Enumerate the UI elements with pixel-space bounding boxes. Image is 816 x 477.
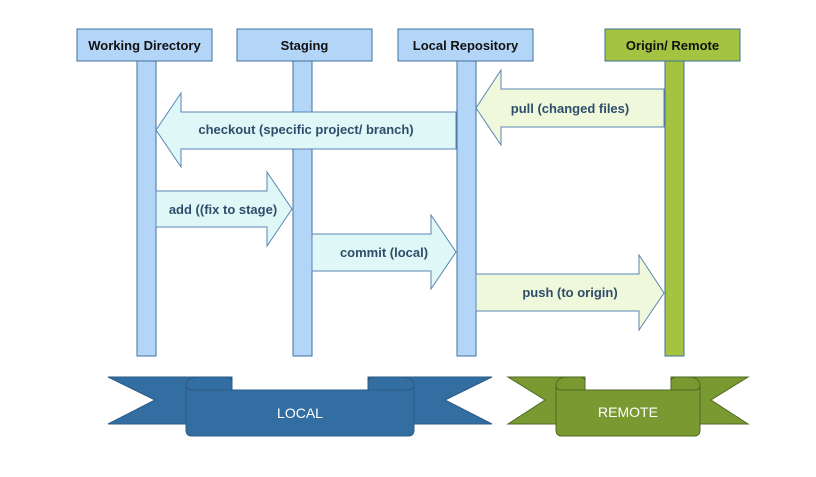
arrow-pull: pull (changed files) [475, 68, 665, 147]
arrow-label: push (to origin) [522, 285, 617, 300]
banner-right-fold [670, 376, 701, 391]
banner-local: LOCAL [107, 376, 493, 437]
banner-label: LOCAL [277, 405, 323, 421]
header-label: Local Repository [413, 38, 519, 53]
banner-left-fold [185, 376, 233, 391]
header-local-repository: Local Repository [397, 28, 534, 62]
banner-right-fold [367, 376, 415, 391]
lifeline-staging [292, 60, 313, 357]
header-origin-remote: Origin/ Remote [604, 28, 741, 62]
arrow-push: push (to origin) [475, 253, 665, 332]
arrow-commit: commit (local) [311, 213, 457, 291]
header-working-directory: Working Directory [76, 28, 213, 62]
arrow-add: add ((fix to stage) [155, 170, 293, 248]
arrow-label: pull (changed files) [511, 101, 629, 116]
banner-remote: REMOTE [506, 376, 750, 437]
banner-label: REMOTE [598, 404, 658, 420]
header-staging: Staging [236, 28, 373, 62]
lifeline-origin-remote [664, 60, 685, 357]
arrow-label: checkout (specific project/ branch) [198, 122, 413, 137]
banner-body [555, 385, 701, 437]
arrow-label: commit (local) [340, 245, 428, 260]
header-label: Origin/ Remote [626, 38, 719, 53]
arrow-label: add ((fix to stage) [169, 202, 277, 217]
lifeline-working-directory [136, 60, 157, 357]
banner-left-fold [555, 376, 586, 391]
lifeline-local-repository [456, 60, 477, 357]
banner-body [185, 385, 415, 437]
arrow-checkout: checkout (specific project/ branch) [155, 91, 457, 169]
header-label: Working Directory [88, 38, 201, 53]
header-label: Staging [281, 38, 329, 53]
